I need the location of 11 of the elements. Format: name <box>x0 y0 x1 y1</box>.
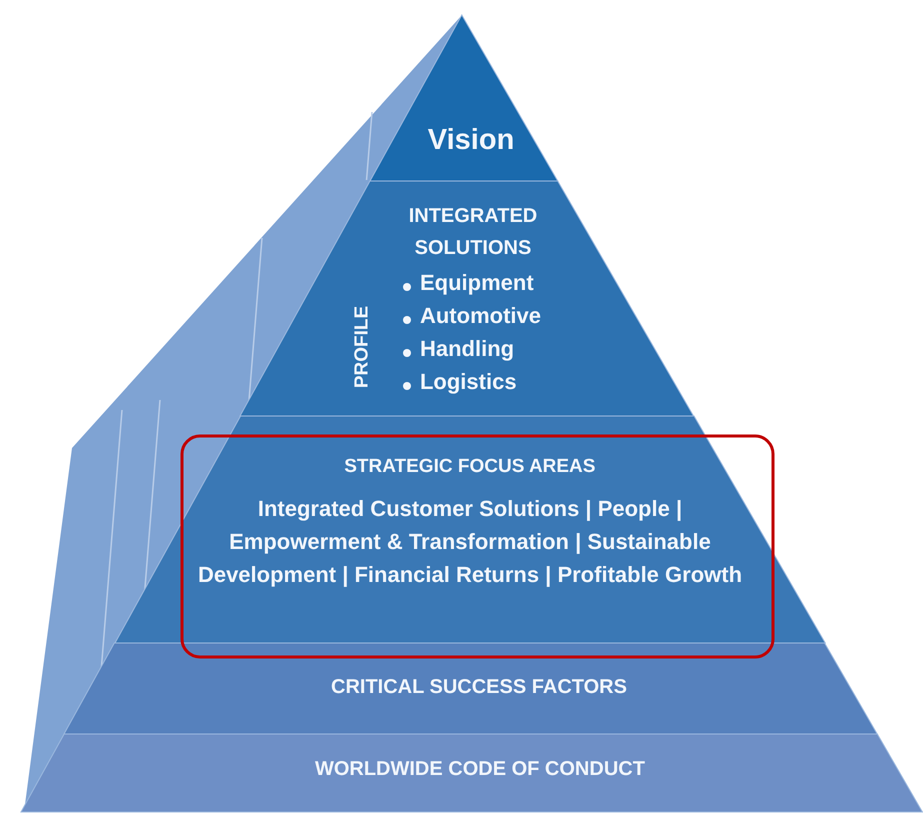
focus-areas-text: Integrated Customer Solutions | People | Empowerment & Transformation | Sustainable Development | Financial Returns | Profitable Growth <box>196 495 744 589</box>
tier-heading: WORLDWIDE CODE OF CONDUCT <box>314 758 646 781</box>
side-label: PROFILE <box>352 306 374 388</box>
tier-title: Vision <box>426 124 516 157</box>
list-item: Handling <box>420 336 514 362</box>
tier-heading: CRITICAL SUCCESS FACTORS <box>330 676 628 699</box>
list-item: Equipment <box>420 270 534 296</box>
tier-heading: STRATEGIC FOCUS AREAS <box>343 456 596 478</box>
tier-heading: INTEGRATED SOLUTIONS <box>408 204 538 261</box>
list-item: Automotive <box>420 303 541 329</box>
list-item: Logistics <box>420 369 517 395</box>
